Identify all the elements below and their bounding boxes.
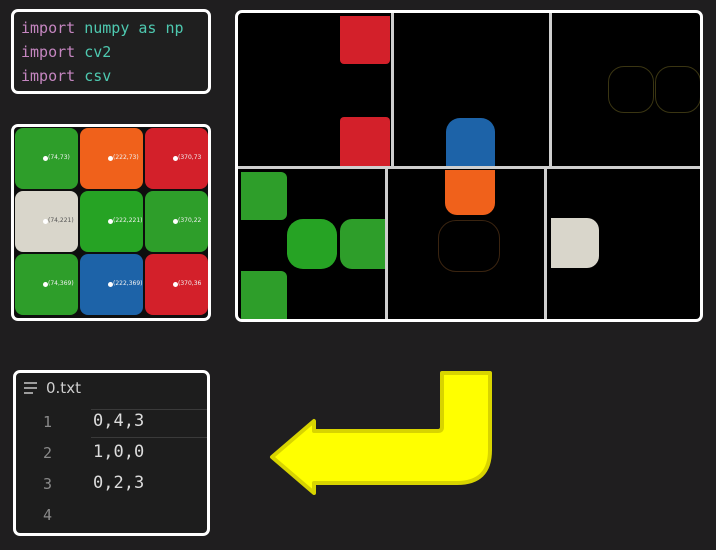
grid-divider	[544, 169, 547, 319]
yellow-mask-outline	[608, 66, 654, 113]
green-mask-blob	[340, 219, 385, 269]
module-name: cv2	[84, 43, 112, 61]
coordinate-label: (370,36	[178, 280, 202, 287]
module-name: numpy as np	[84, 19, 184, 37]
center-point-marker	[108, 156, 113, 161]
file-tab[interactable]: 0.txt	[16, 373, 207, 403]
line-content[interactable]: 0,4,3	[93, 411, 145, 431]
center-point-marker	[108, 219, 113, 224]
line-number: 2	[42, 444, 52, 462]
keyword: import	[21, 19, 76, 37]
green-mask-blob	[241, 271, 287, 319]
orange-mask-blob	[445, 170, 495, 215]
center-point-marker	[173, 156, 178, 161]
keyword: import	[21, 67, 76, 85]
orange-mask-outline	[438, 220, 500, 272]
line-number: 4	[42, 506, 52, 524]
center-point-marker	[43, 282, 48, 287]
grid-divider	[385, 169, 388, 319]
code-line-2: import cv2	[21, 40, 208, 64]
code-line-1: import numpy as np	[21, 16, 208, 40]
center-point-marker	[43, 156, 48, 161]
cube-sticker: (74,221)	[15, 191, 78, 252]
line-content[interactable]: 1,0,0	[93, 442, 145, 462]
red-mask-blob	[340, 16, 390, 64]
white-mask-blob	[551, 218, 599, 268]
cube-sticker: (222,369)	[80, 254, 143, 315]
green-mask-blob	[287, 219, 337, 269]
text-file-viewer: 0.txt 1 0,4,3 2 1,0,0 3 0,2,3 4	[13, 370, 210, 536]
coordinate-label: (222,73)	[113, 154, 139, 161]
grid-divider	[549, 13, 552, 168]
center-point-marker	[173, 219, 178, 224]
center-point-marker	[43, 219, 48, 224]
blue-mask-blob	[446, 118, 495, 166]
coordinate-label: (370,73	[178, 154, 202, 161]
color-mask-grid	[235, 10, 703, 322]
center-point-marker	[173, 282, 178, 287]
red-mask-blob	[340, 117, 390, 166]
keyword: import	[21, 43, 76, 61]
grid-divider	[238, 166, 700, 169]
cube-sticker: (370,36	[145, 254, 208, 315]
cube-sticker: (370,22	[145, 191, 208, 252]
cube-sticker: (222,73)	[80, 128, 143, 189]
code-line-3: import csv	[21, 64, 208, 88]
yellow-mask-outline	[655, 66, 700, 113]
cube-sticker: (74,73)	[15, 128, 78, 189]
coordinate-label: (370,22	[178, 217, 202, 224]
line-number: 3	[42, 475, 52, 493]
current-line-highlight	[91, 409, 207, 438]
coordinate-label: (74,73)	[48, 154, 70, 161]
module-name: csv	[84, 67, 112, 85]
cube-sticker: (74,369)	[15, 254, 78, 315]
file-name: 0.txt	[46, 379, 81, 397]
cube-face-image: (74,73) (222,73) (370,73 (74,221) (222,221) (…	[11, 124, 211, 321]
text-file-icon	[24, 382, 37, 394]
curved-arrow-icon	[270, 371, 492, 495]
cube-sticker: (370,73	[145, 128, 208, 189]
line-number: 1	[42, 413, 52, 431]
center-point-marker	[108, 282, 113, 287]
code-snippet-panel: import numpy as np import cv2 import csv	[11, 9, 211, 94]
coordinate-label: (74,221)	[48, 217, 74, 224]
grid-divider	[391, 13, 394, 168]
coordinate-label: (222,221)	[113, 217, 143, 224]
line-content[interactable]: 0,2,3	[93, 473, 145, 493]
cube-sticker: (222,221)	[80, 191, 143, 252]
coordinate-label: (222,369)	[113, 280, 143, 287]
green-mask-blob	[241, 172, 287, 220]
coordinate-label: (74,369)	[48, 280, 74, 287]
